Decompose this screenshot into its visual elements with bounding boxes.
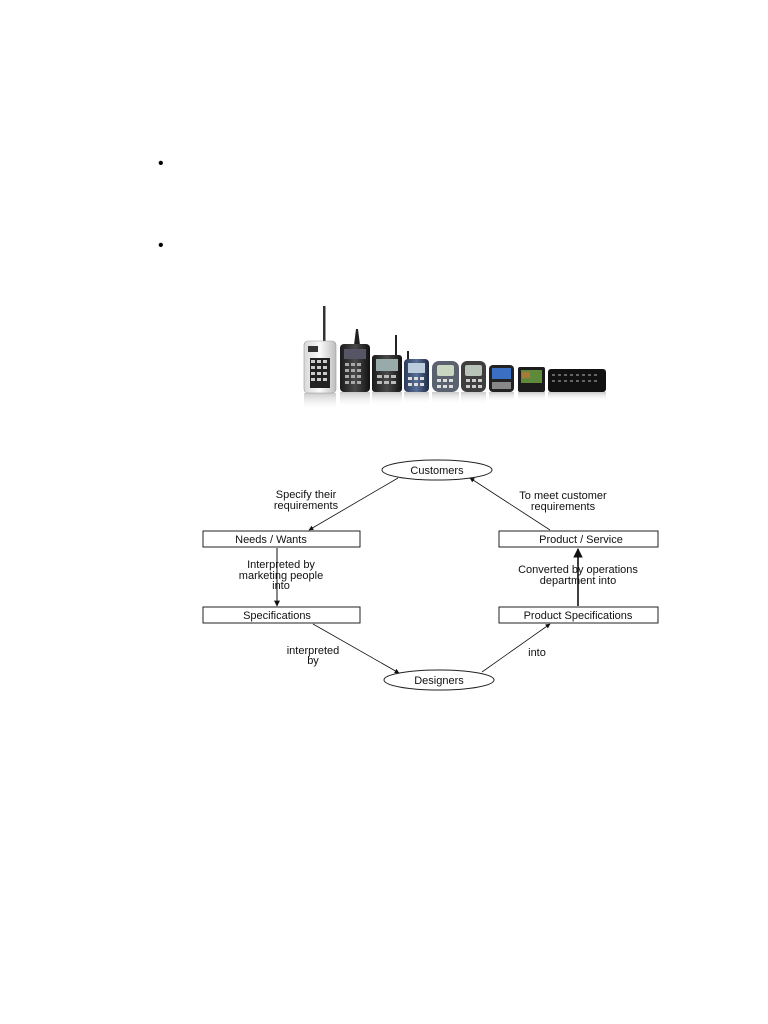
edge-customers-to-needs [308, 477, 399, 531]
phone-3 [372, 335, 402, 406]
node-designers-label: Designers [414, 675, 464, 687]
edge-product-service-to-customers [469, 477, 551, 531]
phone-2 [340, 329, 370, 408]
customer-requirements-diagram: Customers Needs / Wants Specifications D… [202, 459, 659, 691]
node-needs-wants-label: Needs / Wants [235, 534, 307, 546]
edge-label-into-marketing: into [272, 580, 290, 592]
phone-7 [489, 365, 514, 402]
node-customers: Customers [381, 459, 493, 481]
phone-8 [518, 367, 545, 401]
edge-designers-to-product-specs [481, 623, 551, 673]
edge-label-by: by [307, 655, 319, 667]
edge-label-interpreted-by: Interpreted by [247, 559, 315, 571]
node-customers-label: Customers [410, 465, 464, 477]
phone-6 [461, 361, 486, 404]
node-designers: Designers [383, 669, 495, 691]
node-product-specifications-label: Product Specifications [524, 610, 633, 622]
node-product-service-label: Product / Service [539, 534, 623, 546]
edge-label-into: into [528, 647, 546, 659]
bullet-point-1: • [158, 155, 164, 172]
edge-label-interpreted: interpreted [287, 645, 340, 657]
edge-label-requirements: requirements [274, 500, 339, 512]
node-product-service: Product / Service [498, 530, 659, 548]
bullet-point-2: • [158, 237, 164, 254]
node-product-specifications: Product Specifications [498, 606, 659, 624]
edge-label-department-into: department into [540, 575, 616, 587]
phone-5 [432, 361, 459, 404]
edge-label-to-meet-customer: To meet customer [519, 490, 607, 502]
phones-evolution-image [303, 306, 606, 411]
edge-label-marketing-people: marketing people [239, 570, 323, 582]
edge-specifications-to-designers [312, 623, 400, 674]
phone-4 [404, 351, 429, 404]
edge-label-specify-their: Specify their [276, 489, 337, 501]
node-needs-wants: Needs / Wants [202, 530, 361, 548]
edge-label-requirements-right: requirements [531, 501, 596, 513]
edge-label-converted-by-operations: Converted by operations [518, 564, 638, 576]
node-specifications: Specifications [202, 606, 361, 624]
phone-9 [548, 369, 606, 401]
phone-1 [303, 306, 337, 411]
node-specifications-label: Specifications [243, 610, 311, 622]
